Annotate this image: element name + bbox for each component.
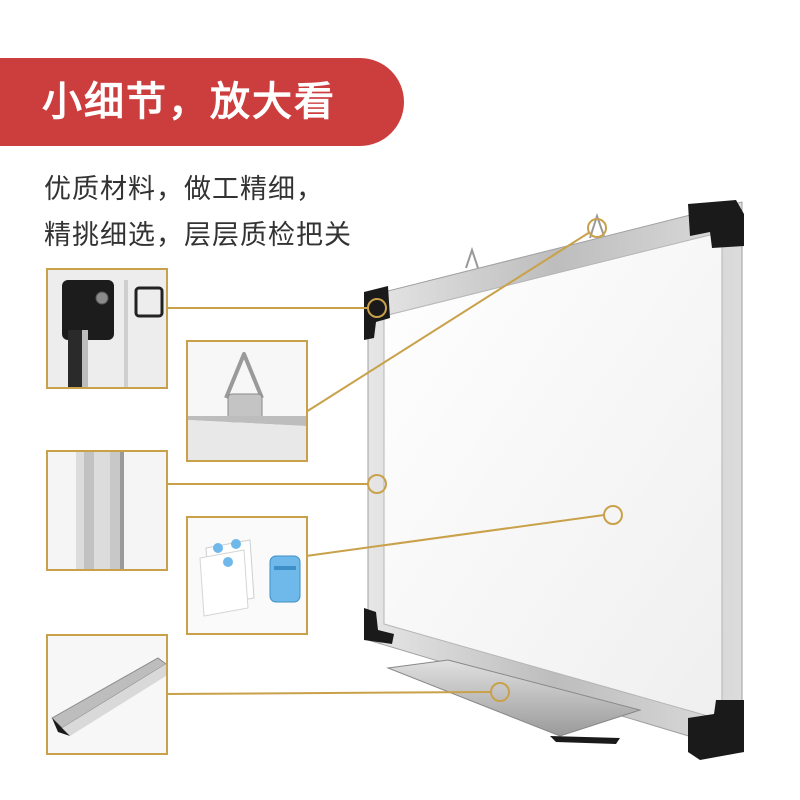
connector-hook <box>305 231 591 413</box>
corner-cap-bottom-right <box>688 700 744 760</box>
corner-cap-top-right <box>688 200 744 248</box>
detail-corner-cap <box>46 268 168 389</box>
aluminum-frame-icon <box>48 452 166 569</box>
hanging-hook-icon <box>188 342 306 460</box>
marker-hook <box>587 218 607 238</box>
hook-left-icon <box>465 246 479 269</box>
connector-lines <box>165 231 605 695</box>
title-banner: 小细节，放大看 <box>0 58 404 146</box>
marker-tray <box>490 682 510 702</box>
banner-title: 小细节，放大看 <box>42 79 336 125</box>
description-line-1: 优质材料，做工精细， <box>44 174 324 205</box>
corner-cap-top-left <box>364 286 390 340</box>
hook-right-icon <box>589 212 605 239</box>
circle-markers <box>367 218 623 702</box>
corner-cap-icon <box>48 270 166 387</box>
corner-cap-bottom-left <box>364 608 394 644</box>
detail-hanging-hook <box>186 340 308 462</box>
description-line-2: 精挑细选，层层质检把关 <box>44 220 352 251</box>
magnets-eraser-icon <box>188 518 306 633</box>
detail-pen-tray <box>46 634 168 755</box>
marker-corner <box>367 298 387 318</box>
pen-tray-icon <box>48 636 166 753</box>
detail-accessories <box>186 516 308 635</box>
marker-accessories <box>603 505 623 525</box>
connector-tray <box>165 691 491 695</box>
marker-frame <box>367 474 387 494</box>
pen-tray-end <box>550 736 620 744</box>
detail-aluminum-frame <box>46 450 168 571</box>
connector-accessories <box>305 514 605 557</box>
pen-tray <box>386 659 642 737</box>
